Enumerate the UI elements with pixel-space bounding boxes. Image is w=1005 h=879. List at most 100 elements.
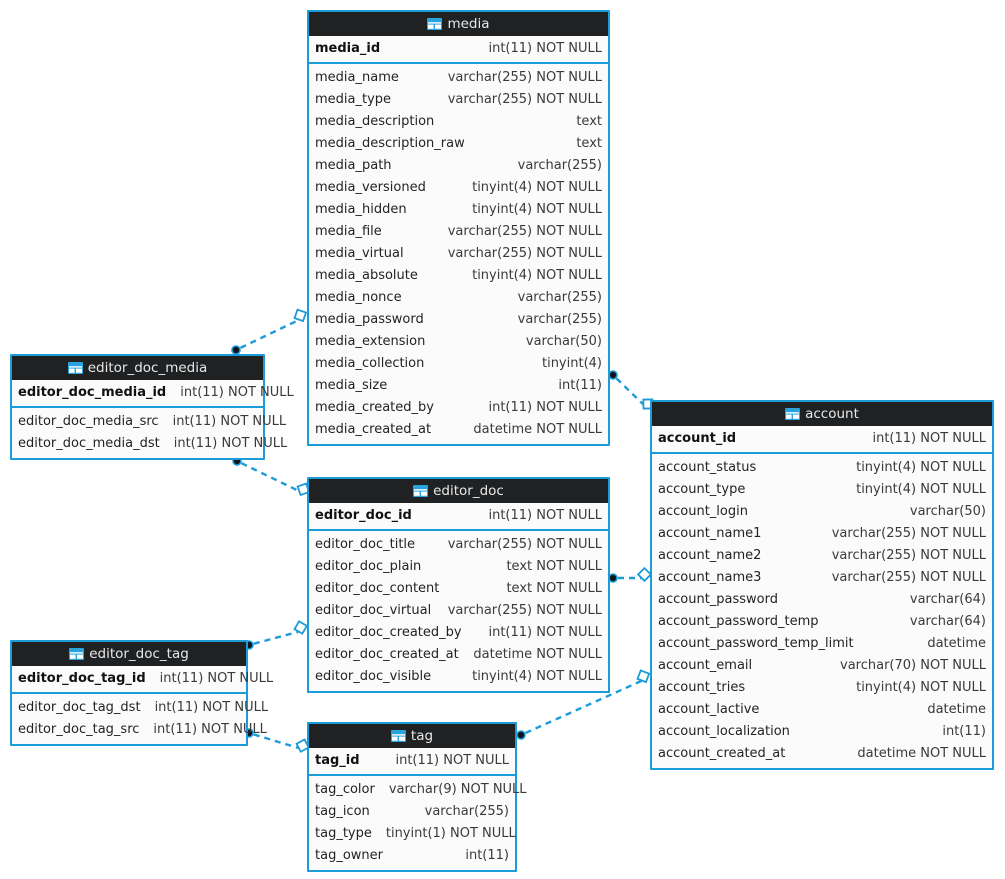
attribute-name: account_password (658, 592, 779, 607)
attribute-row[interactable]: media_path varchar(255) (309, 155, 608, 177)
entity-title: media (447, 16, 490, 32)
attribute-type: datetime NOT NULL (473, 647, 602, 662)
entity-header-account[interactable]: account (652, 402, 992, 426)
relationship-rel-editor-doc-to-account[interactable] (608, 566, 653, 583)
attribute-name: editor_doc_tag_dst (18, 700, 141, 715)
attribute-type: varchar(64) (909, 614, 986, 629)
attribute-type: text NOT NULL (506, 581, 602, 596)
attribute-row[interactable]: account_password varchar(64) (652, 589, 992, 611)
attribute-name: editor_doc_tag_id (18, 671, 146, 686)
attribute-name: media_size (315, 378, 388, 393)
relationship-rel-editor-doc-media-to-media[interactable] (231, 308, 308, 355)
attribute-name: editor_doc_visible (315, 669, 432, 684)
entity-header-editor_doc_tag[interactable]: editor_doc_tag (12, 642, 246, 666)
attribute-type: tinyint(4) NOT NULL (472, 180, 602, 195)
attribute-type: int(11) NOT NULL (180, 385, 294, 400)
attribute-name: account_tries (658, 680, 746, 695)
attribute-type: datetime NOT NULL (857, 746, 986, 761)
attribute-name: media_nonce (315, 290, 402, 305)
entity-header-editor_doc[interactable]: editor_doc (309, 479, 608, 503)
relationship-rel-editor-doc-tag-to-editor-doc[interactable] (244, 620, 309, 650)
entity-title: editor_doc_tag (89, 646, 189, 662)
attribute-name: media_path (315, 158, 392, 173)
attribute-name: tag_color (315, 782, 375, 797)
entity-header-editor_doc_media[interactable]: editor_doc_media (12, 356, 263, 380)
relationship-rel-media-to-account[interactable] (608, 370, 654, 410)
entity-header-tag[interactable]: tag (309, 724, 515, 748)
attribute-name: editor_doc_media_dst (18, 436, 160, 451)
relationship-rel-editor-doc-media-to-editor-doc[interactable] (232, 456, 311, 497)
attribute-type: varchar(64) (909, 592, 986, 607)
relationship-source-marker-filled-circle (608, 573, 618, 583)
attribute-type: int(11) NOT NULL (488, 508, 602, 523)
attribute-type: varchar(255) (517, 158, 602, 173)
attribute-type: tinyint(1) NOT NULL (385, 826, 516, 841)
entity-header-media[interactable]: media (309, 12, 608, 36)
attribute-type: int(11) NOT NULL (488, 625, 602, 640)
attribute-name: media_name (315, 70, 399, 85)
entity-title: account (805, 406, 859, 422)
attribute-name: editor_doc_title (315, 537, 416, 552)
